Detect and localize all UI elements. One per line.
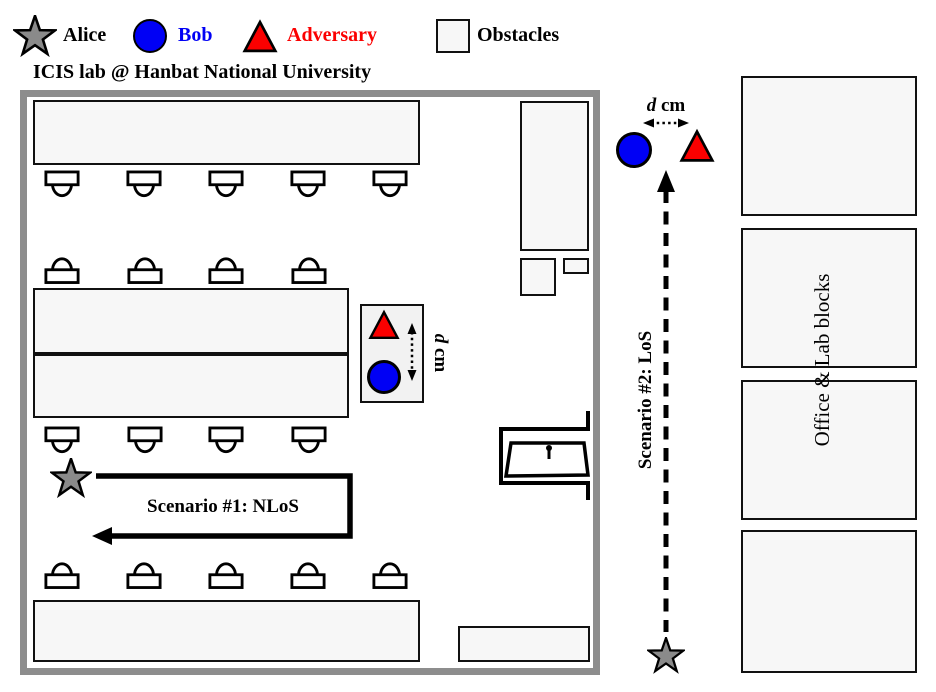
table-small-bottom <box>458 626 590 662</box>
scenario2-label: Scenario #2: LoS <box>635 330 656 470</box>
office-block-2 <box>741 228 917 368</box>
distance-arrow-horizontal-icon <box>643 118 689 128</box>
bob-circle-icon <box>616 132 652 168</box>
table-divider <box>35 352 347 356</box>
bob-circle-icon <box>133 19 167 53</box>
distance-label-lab: d cm <box>430 323 451 383</box>
cabinet-small <box>520 258 556 296</box>
legend-label-alice: Alice <box>63 24 107 46</box>
office-block-3 <box>741 380 917 520</box>
table-middle <box>33 288 349 418</box>
legend-label-bob: Bob <box>178 24 213 46</box>
cabinet-tiny <box>563 258 589 274</box>
office-block-4 <box>741 530 917 673</box>
distance-d: d <box>430 333 451 344</box>
table-top <box>33 100 420 165</box>
obstacle-square-icon <box>436 19 470 53</box>
lab-title: ICIS lab @ Hanbat National University <box>33 61 372 83</box>
legend-label-obstacles: Obstacles <box>477 24 560 46</box>
scenario1-label: Scenario #1: NLoS <box>147 496 299 517</box>
distance-label-outdoor: d cm <box>636 96 696 116</box>
alice-star-icon <box>647 637 685 673</box>
cabinet-tall <box>520 101 589 251</box>
office-lab-blocks-label: Office & Lab blocks <box>810 273 834 447</box>
distance-d: d <box>646 95 657 116</box>
distance-unit: cm <box>656 95 686 116</box>
device-box <box>360 304 424 403</box>
legend-label-adversary: Adversary <box>287 24 377 46</box>
adversary-triangle-icon <box>680 130 714 162</box>
office-block-1 <box>741 76 917 216</box>
distance-unit: cm <box>430 343 451 373</box>
scenario2-path-arrow <box>657 170 675 632</box>
alice-star-icon <box>13 15 57 56</box>
adversary-triangle-icon <box>243 20 277 53</box>
table-bottom <box>33 600 420 662</box>
